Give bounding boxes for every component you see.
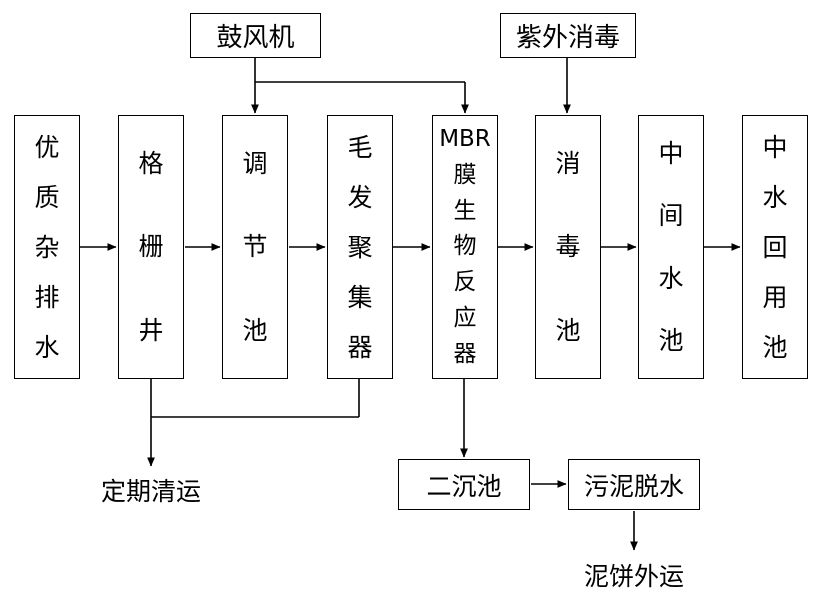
char: 发 bbox=[347, 182, 373, 212]
node-sludge-dewatering[interactable]: 污泥脱水 bbox=[568, 459, 700, 510]
char: 中 bbox=[762, 132, 788, 162]
node-uv-disinfect-label: 紫外消毒 bbox=[515, 23, 620, 53]
node-mbr-reactor[interactable]: MBR 膜 生 物 反 应 器 bbox=[432, 115, 498, 379]
node-equalization-label: 调 节 池 bbox=[223, 122, 287, 372]
node-grit-well[interactable]: 格 栅 井 bbox=[118, 115, 184, 379]
char: 物 bbox=[453, 233, 477, 260]
char: 调 bbox=[242, 149, 268, 179]
char: 生 bbox=[453, 197, 477, 224]
char: 水 bbox=[658, 263, 684, 293]
node-grit-well-label: 格 栅 井 bbox=[119, 122, 183, 372]
char: 中 bbox=[658, 138, 684, 168]
node-blower-label: 鼓风机 bbox=[216, 23, 295, 53]
node-disinfection-label: 消 毒 池 bbox=[536, 122, 600, 372]
node-sludge-dewatering-label: 污泥脱水 bbox=[583, 471, 684, 501]
char: 间 bbox=[658, 201, 684, 231]
char: 格 bbox=[138, 149, 164, 179]
char: 聚 bbox=[347, 232, 373, 262]
node-equalization[interactable]: 调 节 池 bbox=[222, 115, 288, 379]
node-uv-disinfect[interactable]: 紫外消毒 bbox=[500, 13, 636, 58]
char: 毛 bbox=[347, 132, 373, 162]
char: 应 bbox=[453, 304, 477, 331]
char: 池 bbox=[555, 315, 581, 345]
node-disinfection[interactable]: 消 毒 池 bbox=[535, 115, 601, 379]
node-raw-water-label: 优 质 杂 排 水 bbox=[15, 122, 79, 372]
node-reclaimed-reuse[interactable]: 中 水 回 用 池 bbox=[742, 115, 808, 379]
char: 节 bbox=[242, 232, 268, 262]
char: 器 bbox=[347, 332, 373, 362]
char: 池 bbox=[242, 315, 268, 345]
char: 毒 bbox=[555, 232, 581, 262]
char: 栅 bbox=[138, 232, 164, 262]
char: MBR bbox=[439, 126, 491, 153]
char: 排 bbox=[34, 282, 60, 312]
char: 井 bbox=[138, 315, 164, 345]
char: 优 bbox=[34, 132, 60, 162]
node-raw-water[interactable]: 优 质 杂 排 水 bbox=[14, 115, 80, 379]
char: 膜 bbox=[453, 162, 477, 189]
char: 质 bbox=[34, 182, 60, 212]
char: 反 bbox=[453, 269, 477, 296]
char: 水 bbox=[34, 332, 60, 362]
char: 器 bbox=[453, 340, 477, 367]
char: 集 bbox=[347, 282, 373, 312]
char: 池 bbox=[762, 332, 788, 362]
node-secondary-clarifier[interactable]: 二沉池 bbox=[398, 459, 530, 510]
node-secondary-clarifier-label: 二沉池 bbox=[426, 471, 502, 501]
char: 杂 bbox=[34, 232, 60, 262]
label-periodic-removal: 定期清运 bbox=[100, 477, 201, 506]
char: 水 bbox=[762, 182, 788, 212]
char: 消 bbox=[555, 149, 581, 179]
char: 回 bbox=[762, 232, 788, 262]
node-blower[interactable]: 鼓风机 bbox=[190, 13, 321, 58]
node-hair-collector-label: 毛 发 聚 集 器 bbox=[328, 122, 392, 372]
node-mbr-reactor-label: MBR 膜 生 物 反 应 器 bbox=[433, 122, 497, 372]
node-intermediate-label: 中 间 水 池 bbox=[639, 122, 703, 372]
char: 用 bbox=[762, 282, 788, 312]
node-hair-collector[interactable]: 毛 发 聚 集 器 bbox=[327, 115, 393, 379]
node-reclaimed-reuse-label: 中 水 回 用 池 bbox=[743, 122, 807, 372]
label-cake-transport: 泥饼外运 bbox=[583, 562, 684, 591]
node-intermediate[interactable]: 中 间 水 池 bbox=[638, 115, 704, 379]
char: 池 bbox=[658, 326, 684, 356]
